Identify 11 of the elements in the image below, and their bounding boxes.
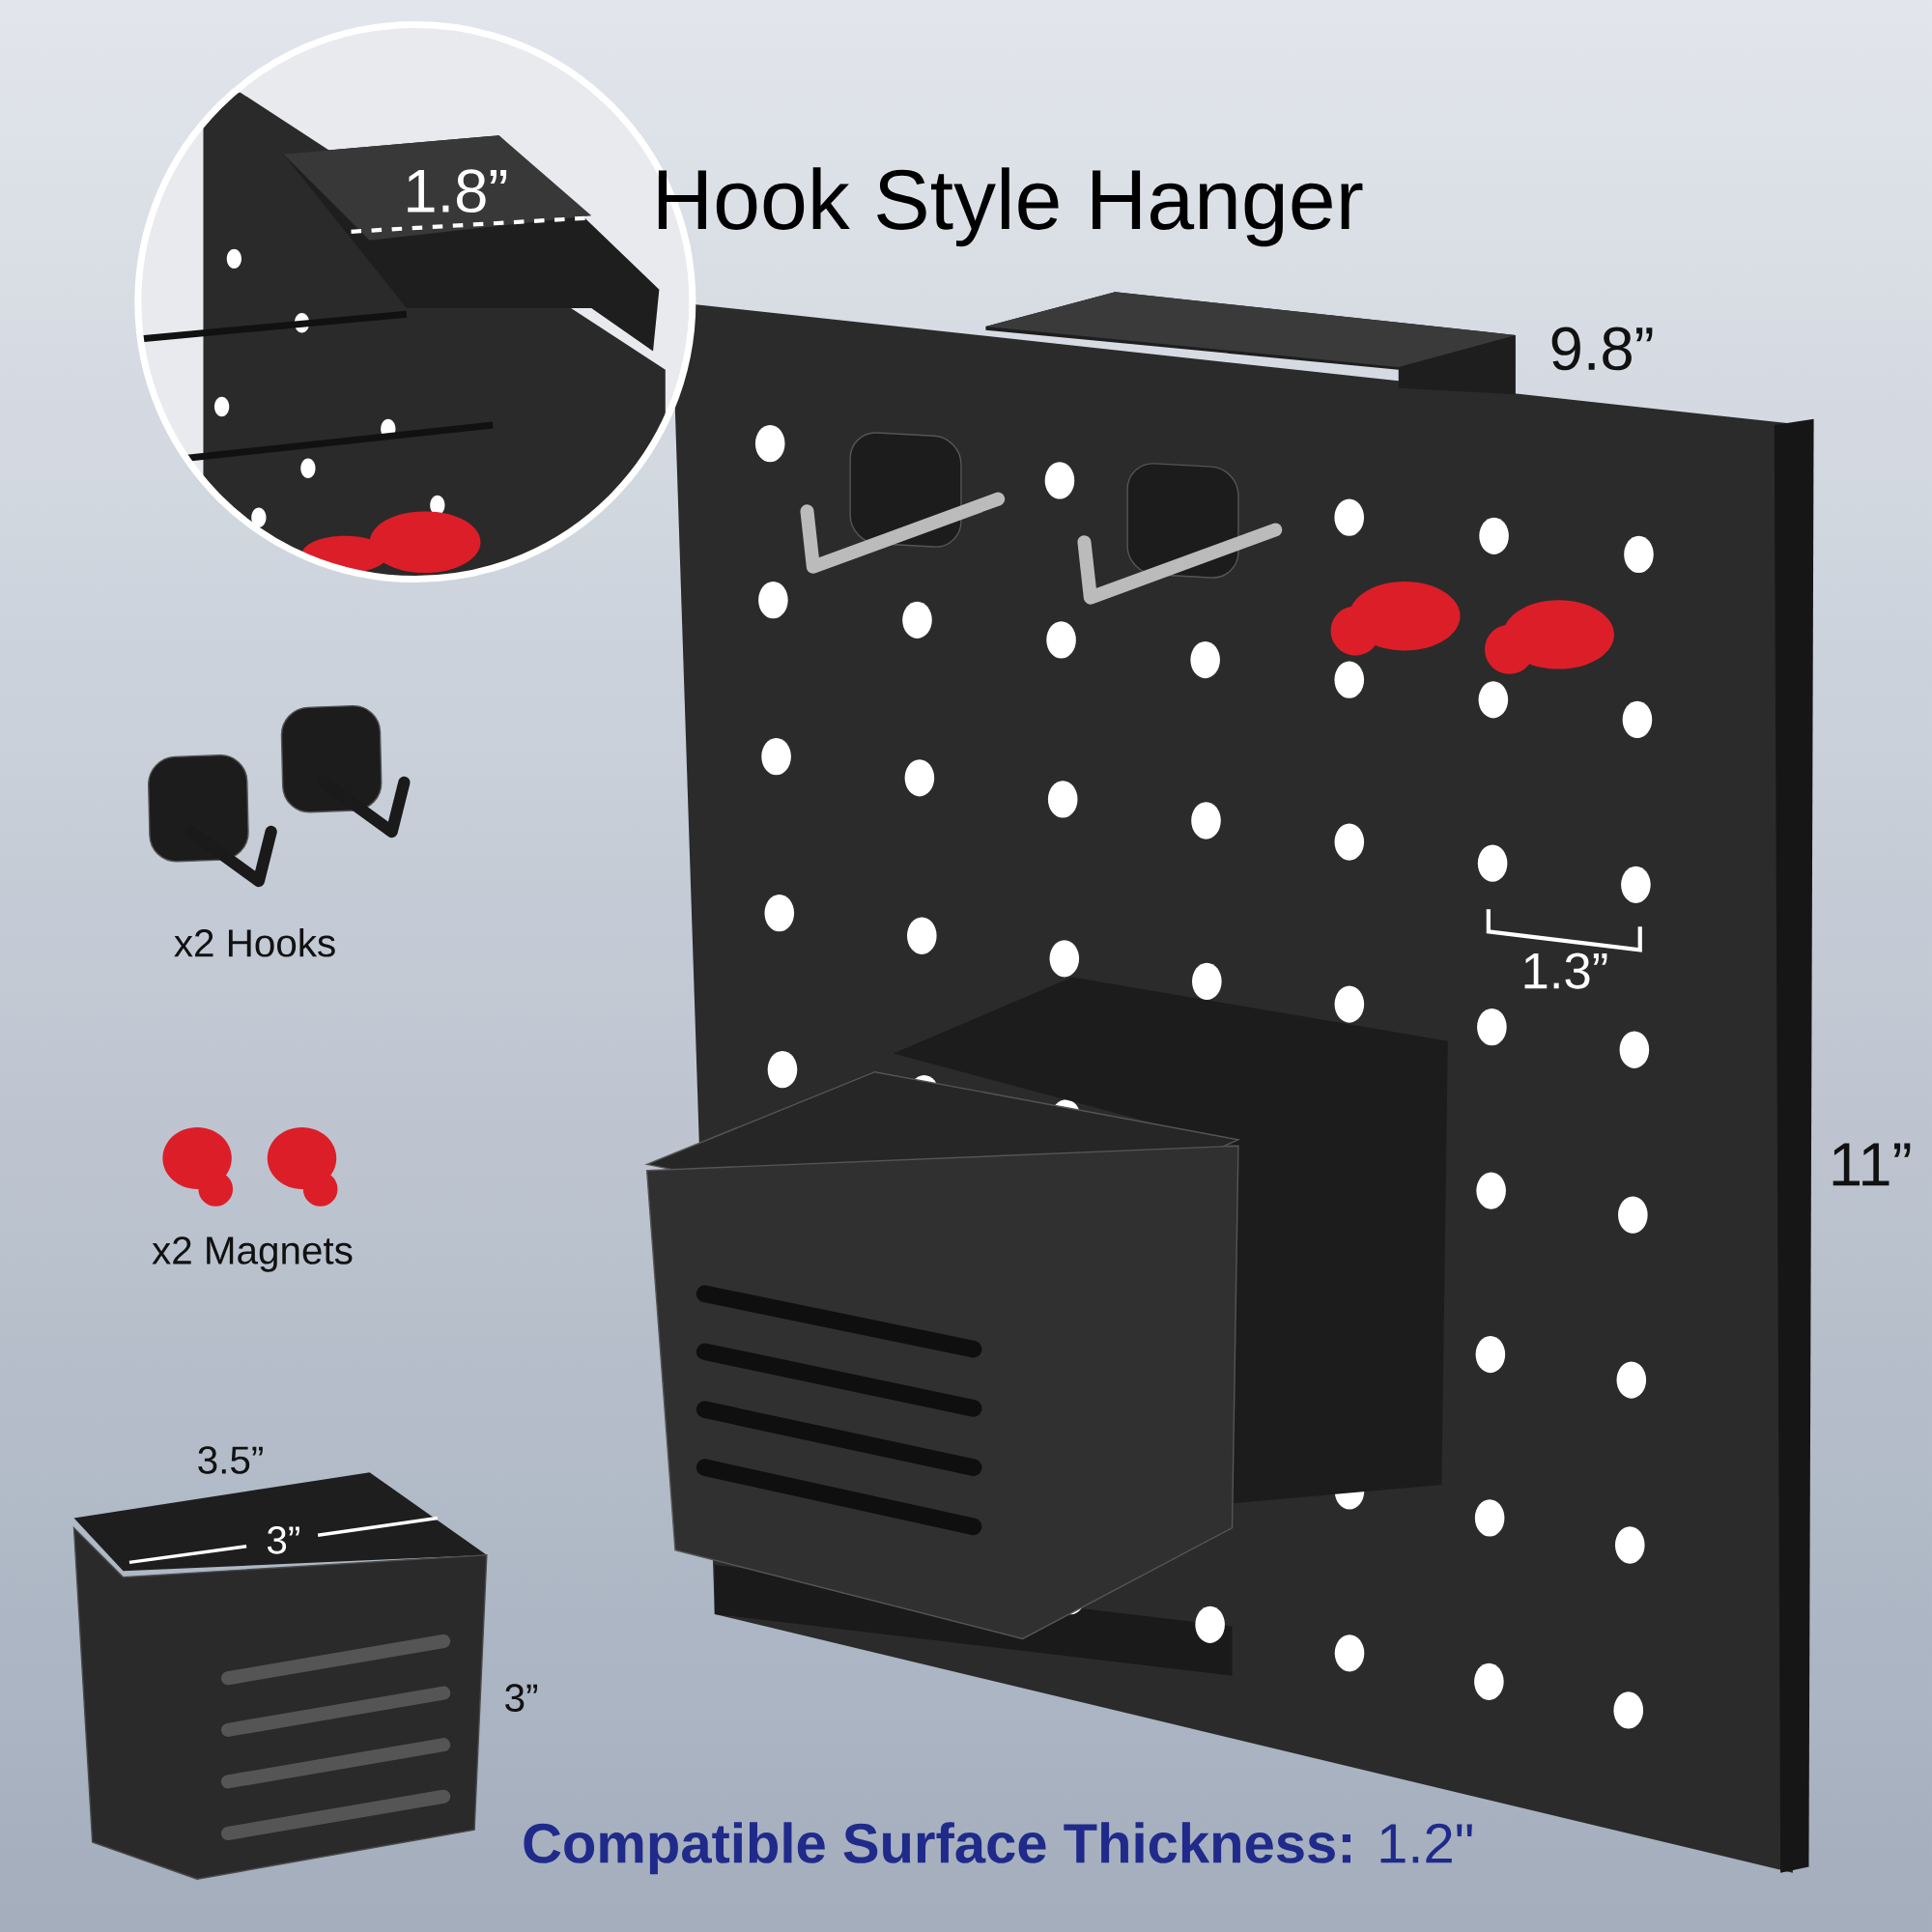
dimension-label: 11”: [1833, 1143, 1911, 1186]
dimension-label: 3.5”: [198, 1446, 263, 1474]
heading: Hook Style Hanger: [658, 167, 1363, 247]
dimension-label: 3”: [267, 1526, 299, 1554]
dimension-label: 9.8”: [1551, 327, 1653, 371]
caption: x2 Hooks: [174, 927, 335, 957]
dimension-label: 1.8”: [408, 169, 507, 213]
note: Compatible Surface Thickness: 1.2": [524, 1822, 1472, 1875]
dimension-label: 1.3”: [1524, 952, 1607, 989]
dimension-label: 3”: [505, 1684, 537, 1712]
caption: x2 Magnets: [152, 1236, 353, 1272]
